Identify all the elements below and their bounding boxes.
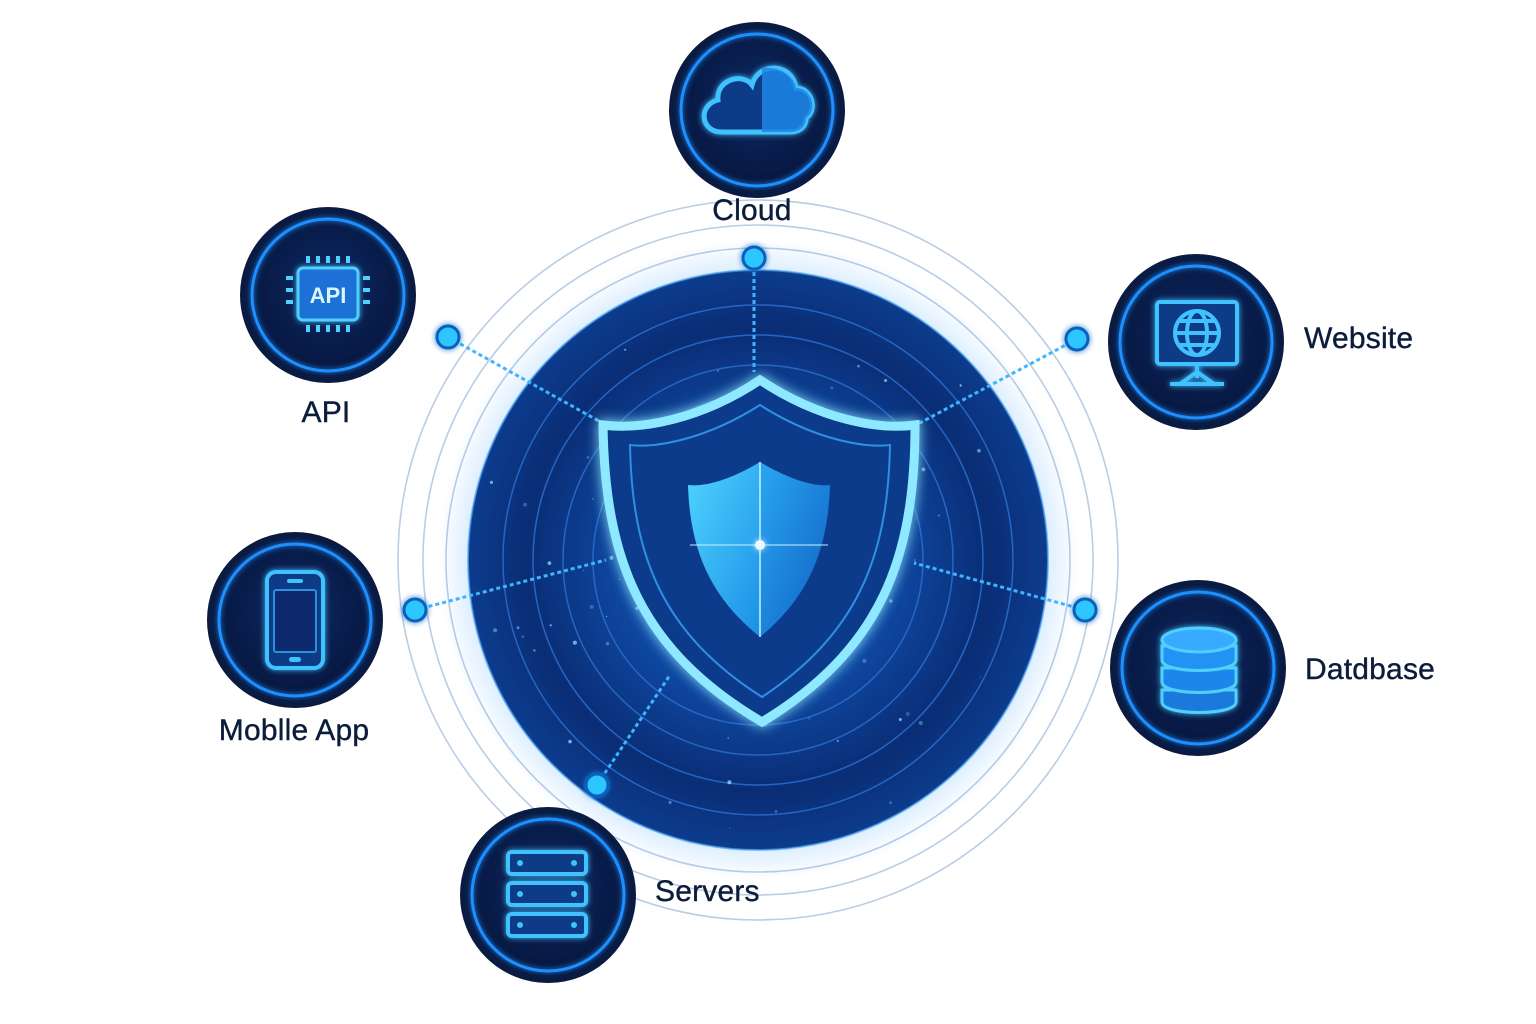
node-website[interactable] [1108,254,1284,430]
sparkle-particle [913,558,917,562]
sparkle-particle [521,635,525,638]
sparkle-particle [774,810,778,813]
node-mobile-app[interactable] [207,532,383,708]
sparkle-particle [668,800,672,805]
sparkle-particle [959,384,962,387]
sparkle-particle [830,386,834,390]
connector-lines [414,258,1086,786]
sparkle-particle [489,480,494,484]
sparkle-particle [979,676,982,678]
node-label-cloud: Cloud [712,194,792,227]
sparkle-particle [729,827,731,829]
sparkle-particle [533,649,536,652]
sparkle-particle [582,569,585,572]
smartphone-icon [265,570,325,670]
sparkle-particle [937,514,940,517]
sparkle-particle [549,624,552,627]
cloud-icon [701,65,815,135]
api-chip-icon: API [286,256,370,332]
sparkle-particle [568,739,572,744]
sparkle-particle [889,599,893,603]
sparkle-particle [727,737,729,739]
node-api[interactable]: API [240,207,416,383]
sparkle-particle [915,518,917,520]
sparkle-particle [547,561,552,565]
sparkle-particle [605,641,610,646]
sparkle-particle [808,717,811,720]
sparkle-particle [592,498,594,500]
sparkle-particle [589,604,594,609]
sparkle-particle [905,712,910,716]
sparkle-particle [624,348,627,351]
node-servers[interactable] [460,807,636,983]
sparkle-particle [619,578,621,580]
sparkle-particle [836,740,839,742]
sparkle-particle [921,467,926,472]
connector-dots [402,245,1098,798]
sparkle-particle [523,502,527,507]
node-label-mobile-app: Moblle App [218,714,370,747]
sparkle-particle [857,364,860,368]
sparkle-particle [609,555,614,560]
globe-monitor-icon [1155,300,1239,386]
node-label-database: Datdbase [1305,653,1436,686]
sparkle-particle [516,626,520,630]
sparkle-particle [586,456,590,459]
node-database[interactable] [1110,580,1286,756]
sparkle-particle [889,801,892,804]
api-chip-text: API [310,283,347,308]
database-icon [1160,626,1238,714]
sparkle-particle [977,448,981,453]
node-cloud[interactable] [669,22,845,198]
sparkle-particle [572,640,578,645]
sparkle-particle [862,658,867,664]
sparkle-particle [898,718,902,721]
sparkle-particle [884,379,888,382]
sparkle-particle [717,369,720,372]
sparkle-particle [635,606,639,610]
sparkle-particle [918,721,923,725]
node-label-api: API [301,396,351,429]
node-label-servers: Servers [655,875,760,908]
server-rack-icon [506,850,588,938]
shield-icon [598,374,920,728]
sparkle-particle [605,615,608,618]
sparkle-particle [727,780,732,785]
node-label-website: Website [1304,322,1414,355]
sparkle-particle [493,628,498,633]
